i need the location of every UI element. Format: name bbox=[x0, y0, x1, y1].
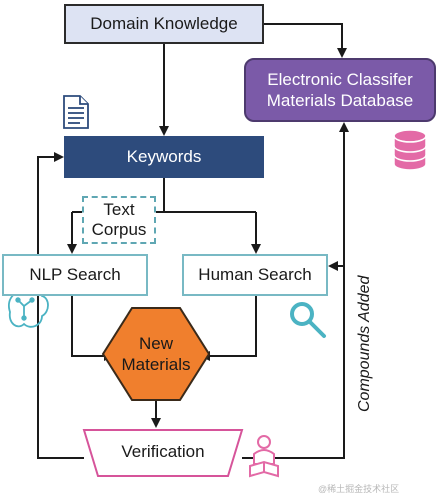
new-materials-line1: New bbox=[138, 334, 173, 353]
arrow-verification-to-database bbox=[242, 122, 349, 459]
verification-trapezoid bbox=[82, 429, 244, 477]
arrow-human-to-new-materials bbox=[200, 296, 257, 361]
nlp-search-box: NLP Search bbox=[2, 254, 148, 296]
arrow-domain-to-database bbox=[264, 23, 347, 58]
reader-icon bbox=[249, 435, 279, 478]
brain-icon bbox=[8, 286, 49, 328]
keywords-box: Keywords bbox=[64, 136, 264, 178]
document-icon bbox=[63, 95, 89, 129]
human-search-label: Human Search bbox=[198, 265, 312, 284]
nlp-search-label: NLP Search bbox=[29, 265, 121, 284]
arrow-feedback-to-keywords bbox=[37, 152, 84, 459]
database-label-line2: Materials Database bbox=[266, 91, 414, 110]
text-corpus-line2: Corpus bbox=[91, 220, 147, 239]
connectors bbox=[37, 23, 349, 459]
domain-knowledge-box: Domain Knowledge bbox=[64, 4, 264, 44]
magnifier-icon bbox=[290, 302, 326, 338]
new-materials-hexagon bbox=[101, 307, 211, 401]
watermark: @稀土掘金技术社区 bbox=[318, 484, 400, 494]
domain-knowledge-label: Domain Knowledge bbox=[90, 14, 238, 33]
verification-label: Verification bbox=[121, 442, 205, 461]
database-label-line1: Electronic Classifer bbox=[267, 70, 413, 89]
keywords-label: Keywords bbox=[126, 147, 202, 166]
text-corpus-line1: Text bbox=[103, 200, 135, 219]
text-corpus-box: Text Corpus bbox=[82, 196, 156, 244]
compounds-added-label: Compounds Added bbox=[356, 275, 373, 412]
human-search-box: Human Search bbox=[182, 254, 328, 296]
materials-database-box: Electronic Classifer Materials Database bbox=[244, 58, 436, 122]
verification-label-box: Verification bbox=[84, 428, 242, 476]
database-icon bbox=[393, 129, 427, 171]
new-materials-label-group: New Materials bbox=[103, 308, 209, 400]
new-materials-line2: Materials bbox=[121, 355, 191, 374]
arrow-nlp-to-new-materials bbox=[71, 296, 114, 361]
